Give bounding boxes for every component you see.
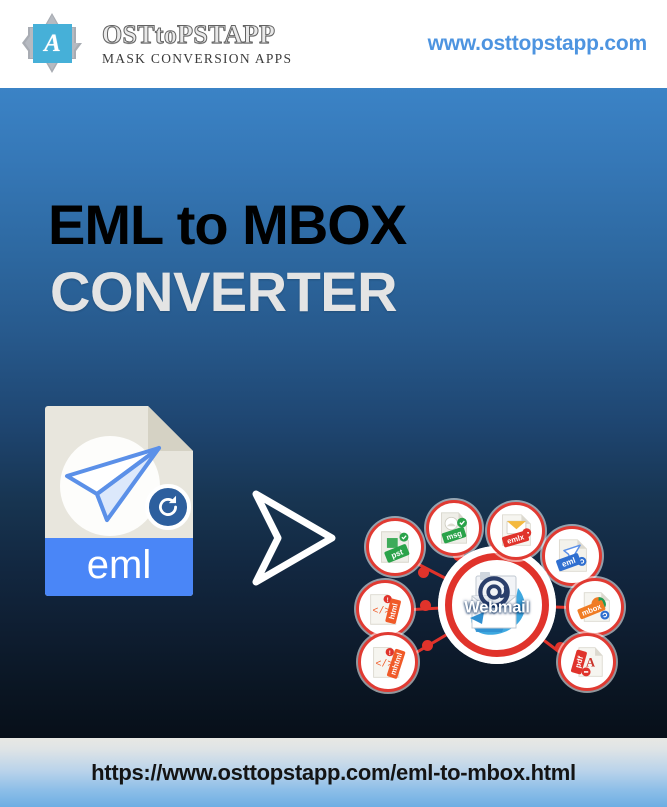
brand-logo[interactable]: A <box>14 7 92 81</box>
brand-name: OSTtoPSTAPP <box>101 20 276 50</box>
msg-file-icon: msg <box>441 512 467 544</box>
logo-tile <box>33 24 72 63</box>
node-emlx[interactable]: emlx <box>487 502 545 560</box>
eml-extension-text: eml <box>86 543 152 587</box>
svg-text:eml: eml <box>561 556 577 569</box>
eml-file-icon: eml <box>556 539 587 572</box>
html-file-icon: </> ! html <box>370 594 401 625</box>
emlx-file-icon: emlx <box>501 514 532 548</box>
hub-inner-circle: Webmail <box>458 566 536 644</box>
mhtml-file-icon: </> ! mhtml <box>373 647 406 679</box>
node-mbox[interactable]: mbox <box>566 578 624 636</box>
paper-plane-icon <box>65 446 161 522</box>
webmail-label: Webmail <box>464 598 530 617</box>
connector-dot <box>420 600 431 611</box>
refresh-glyph <box>159 495 177 516</box>
hero-title: EML to MBOX CONVERTER <box>48 193 407 324</box>
eml-extension-label: eml <box>45 538 193 596</box>
site-header: A OSTtoPSTAPP MASK CONVERSION APPS www.o… <box>0 0 667 88</box>
webmail-hub[interactable]: Webmail <box>438 546 556 664</box>
hero-title-line1: EML to MBOX <box>48 193 407 256</box>
node-eml[interactable]: eml <box>542 526 602 586</box>
svg-text:pst: pst <box>390 547 405 560</box>
node-pst[interactable]: pst <box>366 518 424 576</box>
webmail-envelope-icon <box>470 572 525 635</box>
logo-letter: A <box>44 30 61 57</box>
brand-text-block: OSTtoPSTAPP MASK CONVERSION APPS <box>101 20 293 66</box>
svg-text:A: A <box>586 655 595 669</box>
svg-text:</>: </> <box>373 605 391 616</box>
refresh-icon <box>145 484 191 530</box>
node-msg[interactable]: msg <box>426 500 482 556</box>
brand-tagline: MASK CONVERSION APPS <box>102 50 293 66</box>
pdf-file-icon: A pdf <box>570 647 603 677</box>
node-html[interactable]: </> ! html <box>356 580 414 638</box>
header-site-url[interactable]: www.osttopstapp.com <box>427 32 648 55</box>
svg-text:html: html <box>387 602 400 620</box>
node-pdf[interactable]: A pdf <box>558 633 616 691</box>
hero-title-line2: CONVERTER <box>50 260 398 324</box>
svg-text:!: ! <box>387 597 389 604</box>
eml-document-icon: eml <box>45 406 193 596</box>
footer-page-url[interactable]: https://www.osttopstapp.com/eml-to-mbox.… <box>91 759 576 785</box>
hero-section: EML to MBOX CONVERTER eml <box>0 88 667 738</box>
svg-text:!: ! <box>389 650 391 657</box>
node-mhtml[interactable]: </> ! mhtml <box>358 632 418 692</box>
arrow-right-icon <box>252 490 336 586</box>
svg-text:</>: </> <box>376 659 394 670</box>
mbox-file-icon: mbox <box>577 592 610 622</box>
connector-dot <box>418 567 429 578</box>
pst-file-icon: pst <box>381 531 410 563</box>
hub-red-ring <box>445 553 549 657</box>
connector-dot <box>422 640 433 651</box>
site-footer: https://www.osttopstapp.com/eml-to-mbox.… <box>0 738 667 807</box>
svg-text:pdf: pdf <box>573 655 585 669</box>
format-cluster: Webmail pst <box>352 500 642 710</box>
